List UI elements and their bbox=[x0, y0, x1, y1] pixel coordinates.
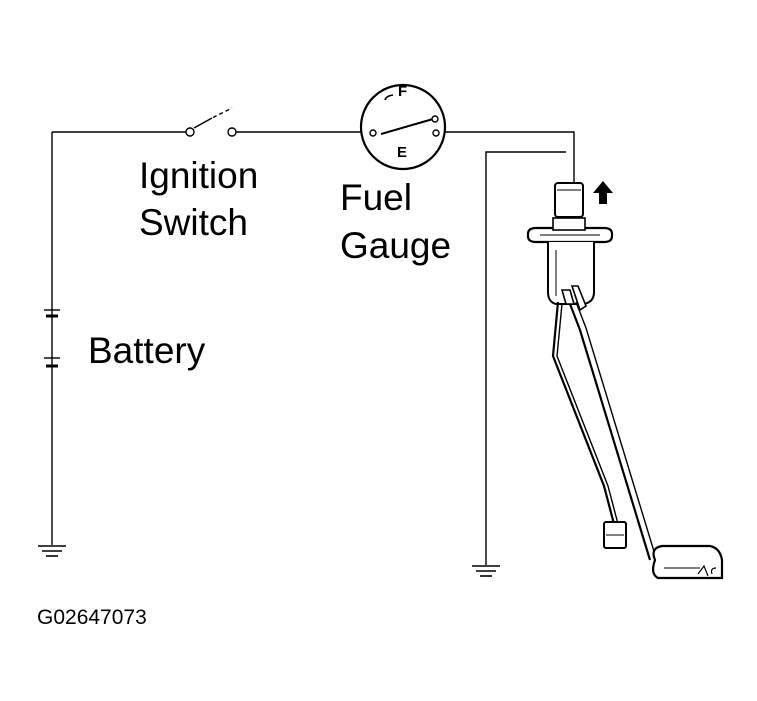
fuel-sender-unit bbox=[526, 182, 724, 580]
battery-label: Battery bbox=[88, 330, 206, 371]
ignition-switch-label-line1: Ignition bbox=[139, 155, 258, 196]
wire-sender-ground bbox=[485, 151, 566, 565]
wire-gauge-to-sender bbox=[445, 131, 575, 183]
ground-symbol-left bbox=[38, 545, 66, 557]
ground-symbol-right bbox=[472, 565, 500, 577]
ignition-switch-label-line2: Switch bbox=[139, 202, 248, 243]
up-arrow-icon bbox=[593, 181, 613, 204]
fuel-gauge-label-line2: Gauge bbox=[340, 225, 451, 266]
gauge-empty-mark: E bbox=[397, 144, 407, 161]
fuel-gauge-dial: F E bbox=[359, 83, 447, 171]
battery-symbol bbox=[44, 309, 60, 368]
ignition-switch-symbol bbox=[185, 107, 237, 137]
figure-id-label: G02647073 bbox=[37, 606, 147, 629]
gauge-full-mark: F bbox=[398, 83, 407, 100]
fuel-gauge-label-line1: Fuel bbox=[340, 177, 412, 218]
